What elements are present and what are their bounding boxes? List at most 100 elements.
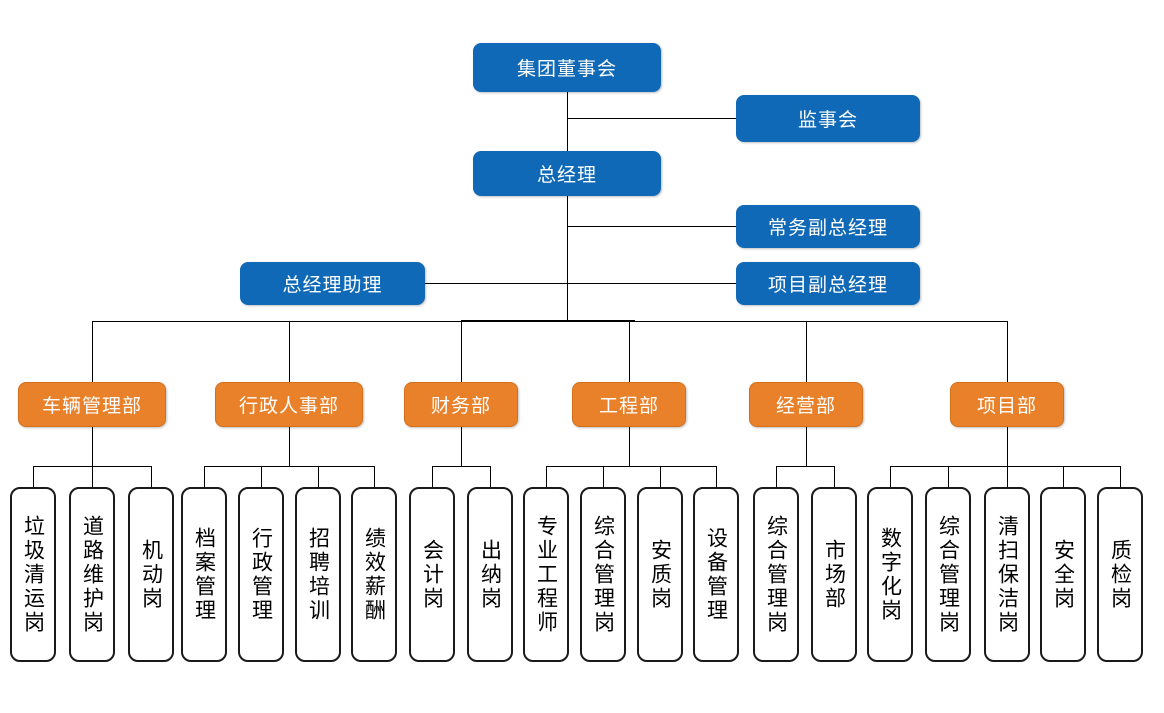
node-board[interactable]: 集团董事会: [473, 43, 661, 92]
drop-to-leaf-9: [490, 466, 491, 487]
drop-to-leaf-19: [1063, 466, 1064, 487]
stem-dept-4: [629, 427, 630, 466]
drop-to-leaf-8: [432, 466, 433, 487]
stem-dept-6: [1007, 427, 1008, 466]
stem-dept-2: [289, 427, 290, 466]
node-gm-assistant[interactable]: 总经理助理: [240, 262, 425, 305]
leaf-bus-dept-3: [432, 466, 490, 467]
node-position-18[interactable]: 清扫保洁岗: [984, 487, 1030, 662]
node-board-label: 集团董事会: [516, 58, 617, 80]
node-position-15-label: 市场部: [822, 538, 847, 611]
node-position-6[interactable]: 招聘培训: [295, 487, 341, 662]
drop-to-leaf-4: [204, 466, 205, 487]
node-department-engineering[interactable]: 工程部: [572, 382, 686, 427]
node-position-7-label: 绩效薪酬: [362, 526, 387, 623]
node-position-16-label: 数字化岗: [878, 526, 903, 623]
node-general-manager[interactable]: 总经理: [473, 151, 661, 196]
node-department-operations[interactable]: 经营部: [749, 382, 863, 427]
node-department-finance-label: 财务部: [430, 395, 491, 417]
drop-to-leaf-1: [33, 466, 34, 487]
node-position-9-label: 出纳岗: [478, 538, 503, 611]
node-position-2[interactable]: 道路维护岗: [69, 487, 115, 662]
node-position-15[interactable]: 市场部: [811, 487, 857, 662]
node-gm-assistant-label: 总经理助理: [282, 274, 383, 296]
drop-to-dept-3: [461, 321, 462, 382]
drop-to-dept-2: [289, 321, 290, 382]
node-department-vehicle[interactable]: 车辆管理部: [18, 382, 166, 427]
node-position-1[interactable]: 垃圾清运岗: [10, 487, 56, 662]
drop-to-leaf-2: [92, 466, 93, 487]
node-position-10-label: 专业工程师: [534, 514, 559, 635]
node-supervisory-board[interactable]: 监事会: [736, 95, 920, 142]
drop-to-leaf-15: [834, 466, 835, 487]
node-department-project[interactable]: 项目部: [950, 382, 1064, 427]
drop-to-leaf-16: [890, 466, 891, 487]
node-department-admin-hr[interactable]: 行政人事部: [215, 382, 363, 427]
drop-to-leaf-14: [776, 466, 777, 487]
node-position-3[interactable]: 机动岗: [128, 487, 174, 662]
leaf-bus-dept-6: [890, 466, 1120, 467]
leaf-bus-dept-4: [546, 466, 716, 467]
node-position-6-label: 招聘培训: [306, 526, 331, 623]
node-position-5[interactable]: 行政管理: [238, 487, 284, 662]
node-department-engineering-label: 工程部: [598, 395, 659, 417]
drop-to-leaf-20: [1120, 466, 1121, 487]
connector-board-to-gm: [567, 92, 568, 154]
drop-to-dept-6: [1007, 321, 1008, 382]
node-position-19-label: 安全岗: [1051, 538, 1076, 611]
drop-to-leaf-3: [151, 466, 152, 487]
node-position-11-label: 综合管理岗: [591, 514, 616, 635]
node-position-18-label: 清扫保洁岗: [995, 514, 1020, 635]
node-position-1-label: 垃圾清运岗: [21, 514, 46, 635]
node-deputy-project-manager[interactable]: 项目副总经理: [736, 262, 920, 305]
drop-to-leaf-7: [374, 466, 375, 487]
node-general-manager-label: 总经理: [536, 164, 597, 186]
node-position-17[interactable]: 综合管理岗: [925, 487, 971, 662]
node-department-project-label: 项目部: [976, 395, 1037, 417]
node-position-13[interactable]: 设备管理: [693, 487, 739, 662]
connector-gm-spine-to-supervisory: [567, 118, 736, 119]
stem-dept-3: [461, 427, 462, 466]
stem-dept-1: [92, 427, 93, 466]
node-position-10[interactable]: 专业工程师: [523, 487, 569, 662]
node-position-4[interactable]: 档案管理: [181, 487, 227, 662]
node-position-20[interactable]: 质检岗: [1097, 487, 1143, 662]
node-department-finance[interactable]: 财务部: [404, 382, 518, 427]
node-position-3-label: 机动岗: [139, 538, 164, 611]
node-position-12[interactable]: 安质岗: [637, 487, 683, 662]
connector-to-deputy-project: [567, 283, 736, 284]
drop-to-dept-4: [629, 321, 630, 382]
node-position-11[interactable]: 综合管理岗: [580, 487, 626, 662]
node-position-16[interactable]: 数字化岗: [867, 487, 913, 662]
connector-to-deputy-executive: [567, 226, 736, 227]
drop-to-dept-5: [806, 321, 807, 382]
drop-to-leaf-17: [948, 466, 949, 487]
node-position-4-label: 档案管理: [192, 526, 217, 623]
node-position-9[interactable]: 出纳岗: [467, 487, 513, 662]
drop-to-leaf-12: [660, 466, 661, 487]
connector-to-assistant: [425, 283, 567, 284]
node-position-13-label: 设备管理: [704, 526, 729, 623]
drop-to-leaf-6: [318, 466, 319, 487]
node-position-17-label: 综合管理岗: [936, 514, 961, 635]
node-position-12-label: 安质岗: [648, 538, 673, 611]
node-position-19[interactable]: 安全岗: [1040, 487, 1086, 662]
leaf-bus-dept-2: [204, 466, 374, 467]
connector-gm-spine-down: [567, 196, 568, 322]
node-supervisory-board-label: 监事会: [797, 109, 858, 131]
drop-to-leaf-10: [546, 466, 547, 487]
node-position-2-label: 道路维护岗: [80, 514, 105, 635]
leaf-bus-dept-5: [776, 466, 834, 467]
node-deputy-executive-manager[interactable]: 常务副总经理: [736, 205, 920, 248]
department-bus-center-emphasis: [461, 320, 635, 322]
node-position-8[interactable]: 会计岗: [409, 487, 455, 662]
node-position-20-label: 质检岗: [1108, 538, 1133, 611]
stem-dept-5: [806, 427, 807, 466]
node-position-7[interactable]: 绩效薪酬: [351, 487, 397, 662]
node-position-14[interactable]: 综合管理岗: [753, 487, 799, 662]
node-position-5-label: 行政管理: [249, 526, 274, 623]
node-deputy-project-manager-label: 项目副总经理: [767, 274, 888, 296]
node-department-admin-hr-label: 行政人事部: [238, 395, 339, 417]
drop-to-leaf-18: [1007, 466, 1008, 487]
